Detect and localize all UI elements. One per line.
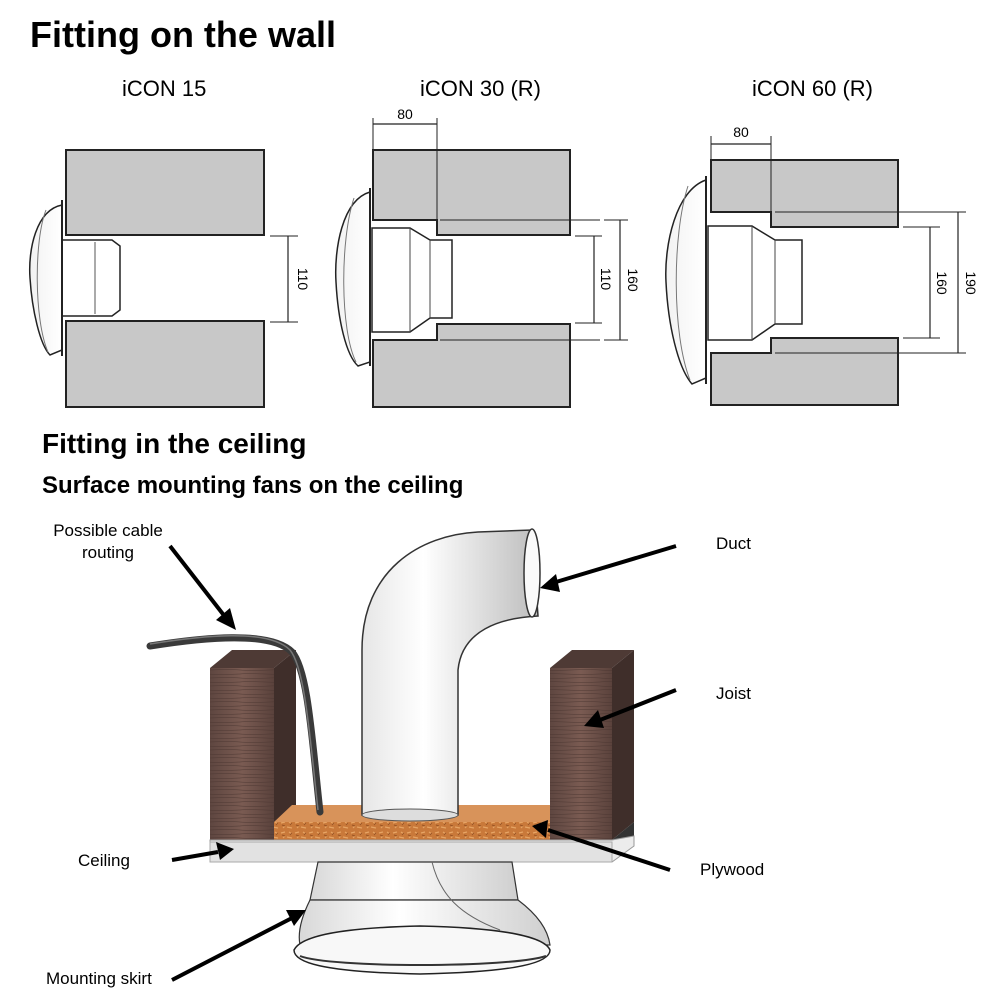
dimension-160: 160 (934, 271, 950, 295)
label-duct: Duct (716, 534, 751, 553)
wall-diagram-icon15: 110 (28, 149, 311, 408)
wall-block-bottom (372, 323, 571, 408)
fan-cover (334, 191, 371, 367)
dimension-160: 160 (625, 268, 641, 292)
dimension-110: 110 (295, 268, 311, 291)
wall-diagrams: 110 80 110 160 (28, 106, 979, 408)
wall-block-bottom (710, 337, 899, 406)
wall-diagram-icon60: 80 160 190 (665, 124, 979, 406)
label-cable-routing: Possible cable routing (44, 520, 172, 564)
fan-cover (28, 204, 63, 356)
label-mounting-skirt: Mounting skirt (46, 969, 152, 988)
mounting-skirt (293, 925, 551, 975)
wall-diagram-icon30: 80 110 160 (334, 106, 641, 408)
model-label-icon15: iCON 15 (122, 76, 207, 101)
wall-block-top (65, 149, 265, 236)
section-subtitle-ceiling: Surface mounting fans on the ceiling (42, 472, 464, 499)
label-ceiling: Ceiling (78, 851, 130, 870)
cable (146, 634, 324, 816)
ceiling-board (209, 835, 635, 863)
label-joist: Joist (716, 684, 751, 703)
fan-body (707, 225, 803, 341)
fan-spigot (61, 239, 121, 317)
pointer-arrows (168, 544, 677, 982)
label-cable-line1: Possible cable (53, 521, 163, 540)
fan-housing (293, 861, 551, 975)
page-title: Fitting on the wall (30, 14, 336, 55)
fan-cover (665, 178, 707, 385)
model-label-icon30: iCON 30 (R) (420, 76, 542, 101)
wall-block-bottom (65, 320, 265, 408)
fan-body (371, 227, 453, 333)
duct (361, 528, 541, 822)
label-cable-line2: routing (82, 543, 134, 562)
section-title-ceiling: Fitting in the ceiling (42, 428, 307, 459)
dimension-110: 110 (598, 268, 614, 291)
wall-block-top (710, 159, 899, 228)
joist-right (550, 650, 634, 852)
model-label-icon60: iCON 60 (R) (752, 76, 874, 101)
wall-block-top (372, 149, 571, 236)
joist-left (210, 650, 296, 840)
dimension-80: 80 (733, 124, 749, 140)
plywood-board (274, 805, 550, 840)
label-plywood: Plywood (700, 860, 765, 879)
dimension-190: 190 (963, 271, 979, 295)
dimension-80: 80 (397, 106, 413, 122)
